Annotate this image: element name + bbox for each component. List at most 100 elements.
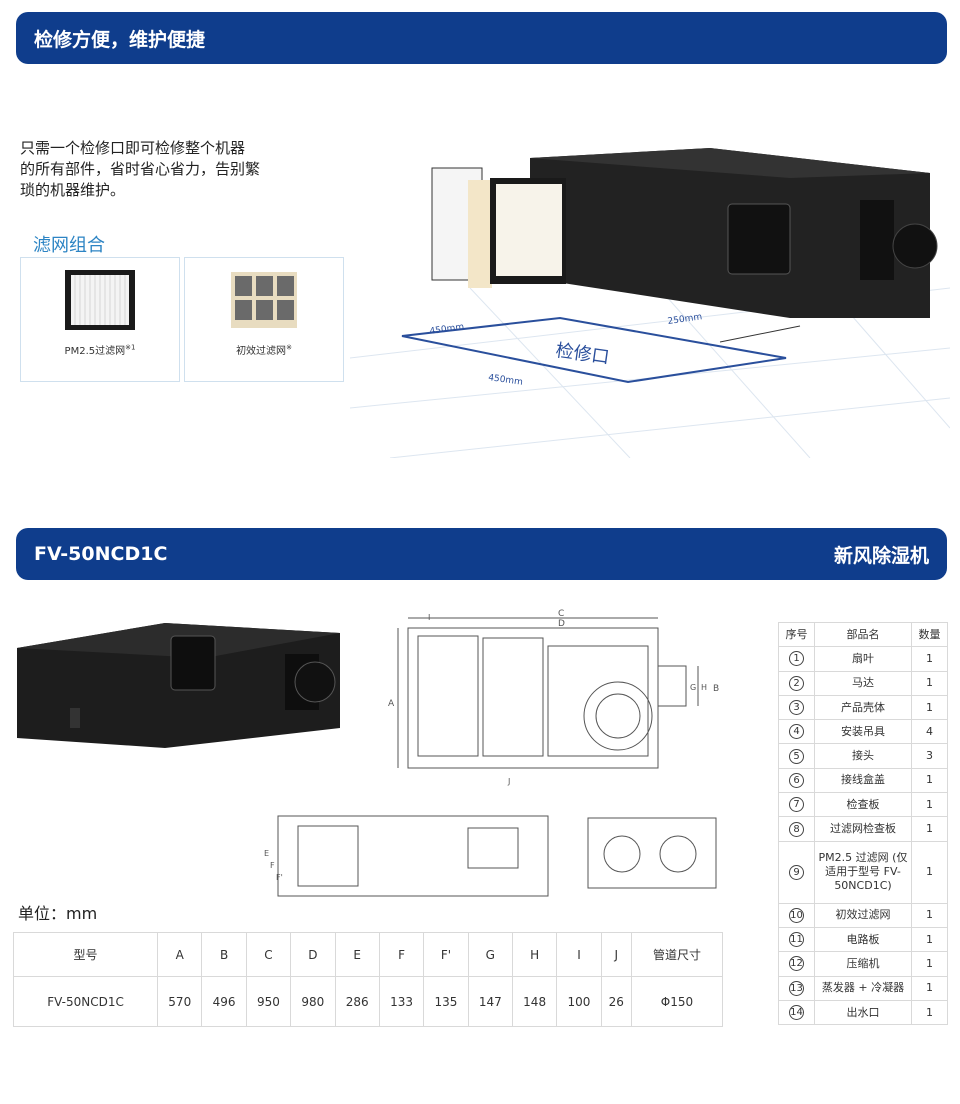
part-number: 7	[789, 797, 804, 813]
part-name: 接头	[814, 743, 912, 769]
spec-table: 型号 A B C D E F F' G H I J 管道尺寸 FV-50NCD1…	[12, 932, 724, 1027]
dim-d: D	[558, 619, 565, 629]
dim-f: F	[270, 861, 275, 870]
parts-header: 数量	[911, 621, 948, 648]
dim-fp: F'	[276, 873, 283, 882]
spec-cell: 950	[245, 976, 292, 1027]
spec-cell: 980	[290, 976, 336, 1027]
spec-row: FV-50NCD1C 570 496 950 980 286 133 135 1…	[12, 976, 724, 1027]
spec-cell: 135	[423, 976, 469, 1027]
part-number: 11	[789, 932, 804, 948]
part-qty: 1	[911, 646, 948, 672]
part-number: 4	[789, 724, 804, 740]
part-number: 12	[789, 956, 804, 972]
spec-cell: 133	[378, 976, 425, 1027]
part-number: 1	[789, 651, 804, 667]
dim-e: E	[264, 849, 269, 858]
section-banner-maintenance: 检修方便，维护便捷	[16, 12, 947, 64]
part-name: 出水口	[814, 999, 912, 1026]
spec-header: J	[600, 932, 632, 977]
spec-header: D	[290, 932, 336, 977]
part-name: 压缩机	[814, 951, 912, 977]
spec-cell: 100	[556, 976, 602, 1027]
dim-c: C	[558, 609, 564, 619]
filter-caption: 初效过滤网※	[236, 343, 292, 357]
part-name: 接线盒盖	[814, 767, 912, 794]
dim-label-bottom: 450mm	[488, 373, 524, 388]
part-qty: 1	[911, 767, 948, 794]
parts-header: 部品名	[814, 621, 912, 648]
filter-card-pm25: PM2.5过滤网※1	[20, 257, 180, 382]
pm25-filter-image	[65, 270, 135, 330]
spec-cell: 148	[511, 976, 558, 1027]
dim-i: I	[428, 613, 430, 622]
spec-header: F'	[423, 932, 469, 977]
spec-header: B	[201, 932, 247, 977]
spec-cell: 496	[201, 976, 247, 1027]
spec-header: F	[378, 932, 425, 977]
part-number: 6	[789, 772, 804, 788]
maintenance-description: 只需一个检修口即可检修整个机器 的所有部件，省时省心省力，告别繁 琐的机器维护。	[20, 138, 320, 201]
part-name: 检查板	[814, 792, 912, 818]
spec-header: 管道尺寸	[630, 932, 724, 977]
desc-line: 的所有部件，省时省心省力，告别繁	[20, 160, 261, 178]
spec-header: 型号	[12, 932, 159, 977]
desc-line: 只需一个检修口即可检修整个机器	[20, 139, 246, 157]
spec-header: C	[245, 932, 292, 977]
dim-g: G	[690, 683, 696, 692]
spec-cell: 26	[600, 976, 632, 1027]
spec-header-row: 型号 A B C D E F F' G H I J 管道尺寸	[12, 932, 724, 977]
part-qty: 1	[911, 694, 948, 721]
part-number: 2	[789, 675, 804, 691]
part-qty: 3	[911, 743, 948, 769]
parts-header-row: 序号 部品名 数量	[778, 621, 948, 648]
access-port-label: 检修口	[554, 340, 610, 368]
section-title: 检修方便，维护便捷	[34, 28, 206, 51]
spec-cell: Φ150	[630, 976, 724, 1027]
dim-h: H	[701, 683, 707, 692]
part-qty: 1	[911, 670, 948, 696]
part-qty: 4	[911, 719, 948, 745]
filter-card-primary: 初效过滤网※	[184, 257, 344, 382]
dim-j: J	[507, 777, 510, 786]
part-qty: 1	[911, 792, 948, 818]
part-name: 蒸发器 + 冷凝器	[814, 975, 912, 1001]
primary-filter-image	[231, 272, 297, 328]
spec-header: G	[467, 932, 513, 977]
part-qty: 1	[911, 816, 948, 842]
spec-cell: FV-50NCD1C	[12, 976, 159, 1027]
spec-header: H	[511, 932, 558, 977]
model-title: FV-50NCD1C	[34, 543, 168, 565]
unit-label: 单位：mm	[18, 904, 98, 923]
parts-header: 序号	[778, 621, 815, 648]
filter-combo-title: 滤网组合	[33, 235, 105, 256]
part-name: 初效过滤网	[814, 902, 912, 928]
part-number: 5	[789, 748, 804, 764]
section-banner-model: FV-50NCD1C 新风除湿机	[16, 528, 947, 580]
dimension-diagram: C D A B H G I J E F F'	[264, 609, 719, 897]
spec-header: A	[157, 932, 203, 977]
part-number: 8	[789, 821, 804, 837]
part-name: 电路板	[814, 926, 912, 953]
unit-photo	[17, 623, 340, 748]
dim-a: A	[388, 699, 395, 709]
spec-cell: 570	[157, 976, 203, 1027]
part-name: 过滤网检查板	[814, 816, 912, 842]
desc-line: 琐的机器维护。	[20, 181, 126, 199]
part-name: PM2.5 过滤网 (仅适用于型号 FV-50NCD1C)	[814, 840, 912, 904]
part-qty: 1	[911, 951, 948, 977]
part-number: 9	[789, 864, 804, 880]
